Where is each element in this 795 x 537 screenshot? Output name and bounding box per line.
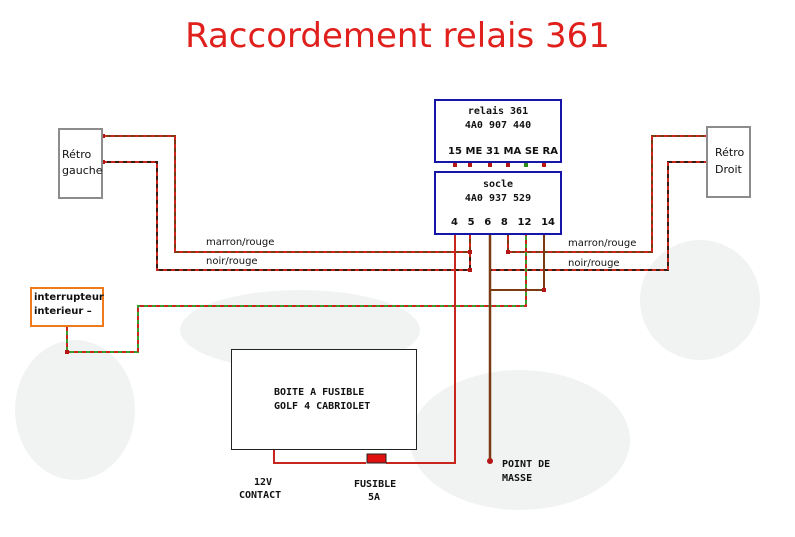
- interrupteur-line2: interieur –: [34, 306, 92, 317]
- fuse-symbol: [366, 453, 387, 464]
- interrupteur-line1: interrupteur: [34, 292, 104, 303]
- label-5a: 5A: [368, 492, 381, 503]
- relais-name: relais 361: [467, 106, 529, 117]
- page-title: Raccordement relais 361: [185, 16, 610, 56]
- wire-pin-4: [273, 226, 456, 464]
- relais-pin: RA: [542, 146, 558, 157]
- green-dot: [524, 163, 528, 167]
- socle-pins: 4 5 6 8 12 14: [451, 217, 555, 228]
- wire-noir-rouge-left: [103, 161, 471, 271]
- socle-ref: 4A0 937 529: [464, 193, 532, 204]
- relais-pin: 15: [448, 146, 462, 157]
- relais-box: relais 361 4A0 907 440 15 ME 31 MA SE RA: [434, 99, 562, 163]
- label-noir-rouge-left: noir/rouge: [206, 256, 258, 267]
- relais-pin: ME: [465, 146, 483, 157]
- label-marron-rouge-right: marron/rouge: [568, 238, 637, 249]
- wire-marron-rouge-left: [103, 135, 471, 253]
- socle-name: socle: [482, 179, 514, 190]
- label-fusible: FUSIBLE: [354, 479, 397, 490]
- retro-gauche-box: Rétro gauche: [58, 128, 103, 199]
- relais-pin: 31: [485, 146, 500, 157]
- relais-pins: 15 ME 31 MA SE RA: [448, 146, 558, 157]
- retro-gauche-line1: Rétro: [62, 148, 92, 161]
- label-contact: CONTACT: [239, 490, 282, 501]
- relais-pin: SE: [524, 146, 539, 157]
- boite-fusible-line1: BOITE A FUSIBLE: [274, 387, 365, 398]
- wire-pin-14: [490, 226, 545, 291]
- socle-box: socle 4A0 937 529 4 5 6 8 12 14: [434, 171, 562, 235]
- retro-droit-line2: Droit: [715, 163, 742, 176]
- retro-droit-line1: Rétro: [715, 146, 745, 159]
- relais-pin: MA: [503, 146, 522, 157]
- retro-droit-box: Rétro Droit: [706, 126, 751, 198]
- relais-ref: 4A0 907 440: [464, 120, 532, 131]
- boite-fusible-box: BOITE A FUSIBLE GOLF 4 CABRIOLET: [231, 349, 417, 450]
- socle-pin: 6: [484, 217, 492, 228]
- boite-fusible-line2: GOLF 4 CABRIOLET: [274, 401, 371, 412]
- wire-marron-rouge-right: [507, 135, 708, 253]
- wire-noir-rouge-right: [490, 161, 708, 271]
- socle-pin: 4: [451, 217, 458, 228]
- label-noir-rouge-right: noir/rouge: [568, 258, 620, 269]
- socle-pin: 5: [467, 217, 475, 228]
- socle-pin: 14: [541, 217, 555, 228]
- label-12v: 12V: [254, 477, 273, 488]
- retro-gauche-line2: gauche: [62, 164, 103, 177]
- label-point-de: POINT DE: [502, 459, 551, 470]
- socle-pin: 8: [500, 217, 508, 228]
- wire-interrupteur: [66, 226, 527, 353]
- label-marron-rouge-left: marron/rouge: [206, 237, 275, 248]
- label-masse: MASSE: [502, 473, 533, 484]
- interrupteur-box: interrupteur interieur –: [30, 287, 104, 327]
- socle-pin: 12: [517, 217, 532, 228]
